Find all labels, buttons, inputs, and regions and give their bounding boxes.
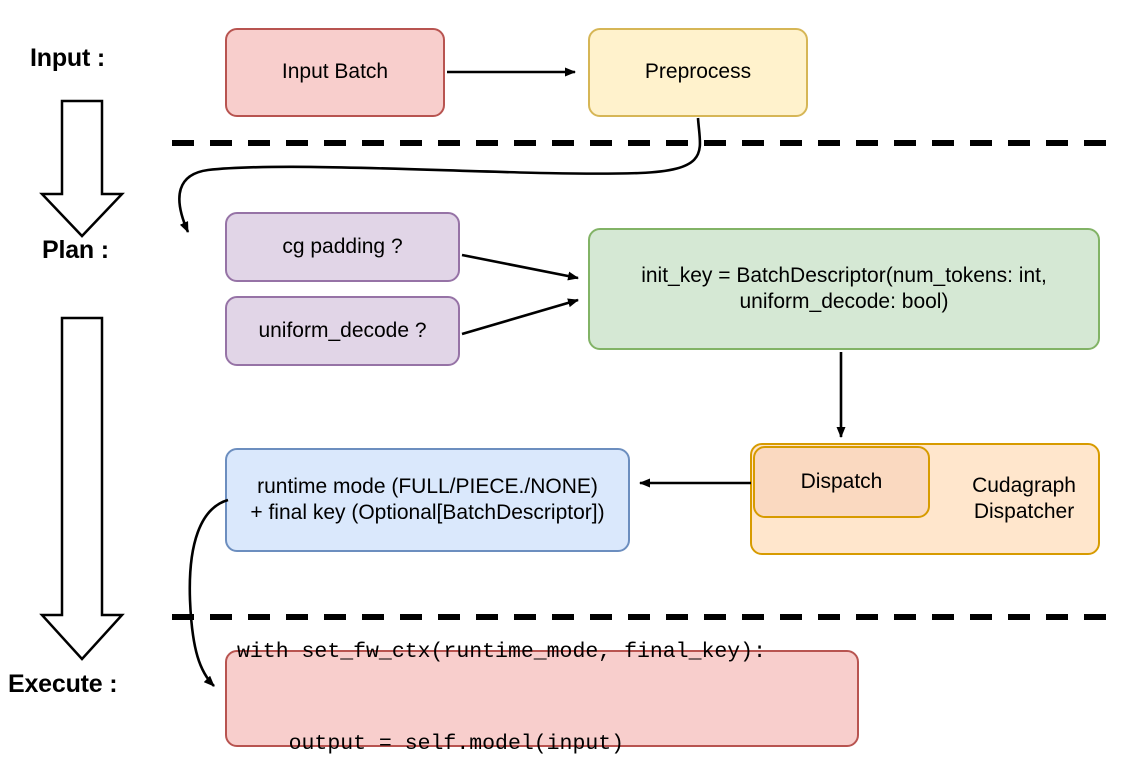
stage-label-execute: Execute : bbox=[8, 670, 118, 698]
plan-to-execute-arrow bbox=[39, 316, 125, 661]
cg-padding-to-init-key-edge bbox=[461, 253, 579, 281]
node-execute-code[interactable]: with set_fw_ctx(runtime_mode, final_key)… bbox=[225, 640, 859, 756]
node-runtime-mode-line1: runtime mode (FULL/PIECE./NONE) bbox=[257, 474, 598, 498]
node-uniform-decode-label: uniform_decode ? bbox=[258, 318, 427, 342]
runtime-mode-to-execute-code-edge bbox=[188, 498, 229, 687]
stage-label-plan: Plan : bbox=[42, 236, 109, 264]
node-runtime-mode-text: runtime mode (FULL/PIECE./NONE) + final … bbox=[250, 474, 604, 527]
node-runtime-mode[interactable]: runtime mode (FULL/PIECE./NONE) + final … bbox=[225, 448, 630, 552]
node-init-key-line1: init_key = BatchDescriptor(num_tokens: i… bbox=[641, 263, 1047, 287]
node-execute-code-line1: with set_fw_ctx(runtime_mode, final_key)… bbox=[237, 640, 766, 665]
node-preprocess[interactable]: Preprocess bbox=[588, 28, 808, 117]
node-init-key-line2: uniform_decode: bool) bbox=[739, 290, 949, 313]
node-cg-padding-label: cg padding ? bbox=[282, 234, 403, 258]
node-init-key[interactable]: init_key = BatchDescriptor(num_tokens: i… bbox=[588, 228, 1100, 350]
node-preprocess-label: Preprocess bbox=[644, 60, 752, 84]
node-execute-code-line2: output = self.model(input) bbox=[237, 732, 625, 757]
input-to-plan-arrow bbox=[39, 99, 125, 238]
node-dispatch-label: Dispatch bbox=[800, 469, 883, 493]
node-input-batch-label: Input Batch bbox=[281, 60, 389, 84]
node-init-key-text: init_key = BatchDescriptor(num_tokens: i… bbox=[641, 263, 1047, 316]
node-input-batch[interactable]: Input Batch bbox=[225, 28, 445, 117]
uniform-decode-to-init-key-edge bbox=[461, 298, 579, 336]
node-dispatch[interactable]: Dispatch bbox=[753, 446, 930, 518]
node-uniform-decode[interactable]: uniform_decode ? bbox=[225, 296, 460, 366]
node-execute-code-text: with set_fw_ctx(runtime_mode, final_key)… bbox=[237, 576, 766, 770]
stage-label-input: Input : bbox=[30, 44, 105, 72]
node-cudagraph-dispatcher-text: Cudagraph Dispatcher bbox=[972, 473, 1076, 526]
node-cudagraph-dispatcher-line1: Cudagraph bbox=[972, 473, 1076, 497]
node-cudagraph-dispatcher-line2: Dispatcher bbox=[973, 500, 1075, 523]
node-runtime-mode-line2: + final key (Optional[BatchDescriptor]) bbox=[250, 501, 605, 524]
node-cg-padding[interactable]: cg padding ? bbox=[225, 212, 460, 282]
